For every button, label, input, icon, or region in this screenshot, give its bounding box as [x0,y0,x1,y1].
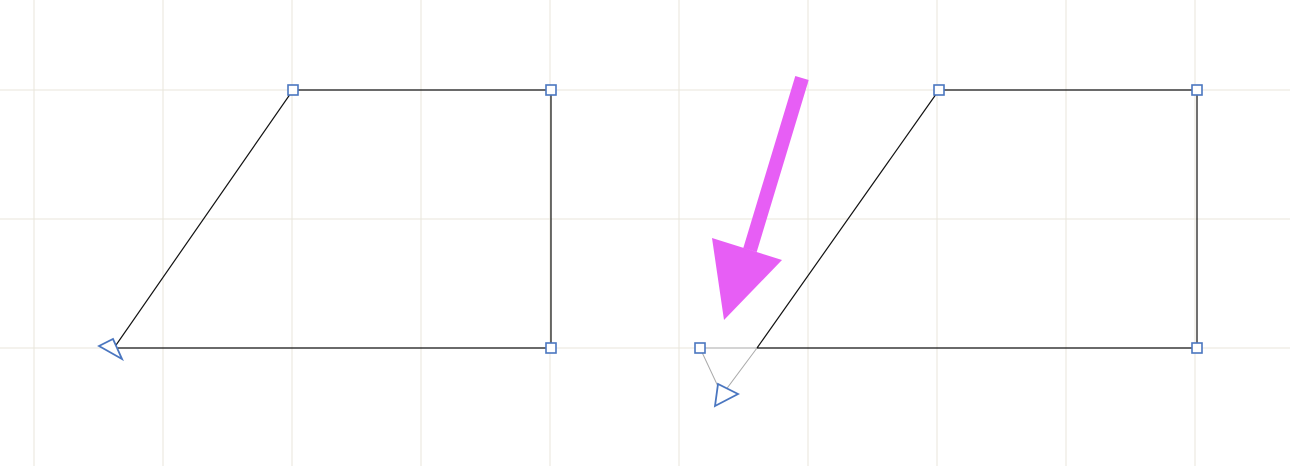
left-shape[interactable] [97,84,557,362]
square-handle-icon[interactable] [1191,84,1203,96]
right-shape[interactable] [694,84,1203,408]
square-handle-icon[interactable] [545,342,557,354]
triangle-handle-icon[interactable] [713,382,740,408]
triangle-handle-icon[interactable] [97,337,124,362]
arrow-head [712,238,782,320]
guide-line [721,347,758,396]
square-handle-icon[interactable] [933,84,945,96]
square-handle-icon[interactable] [545,84,557,96]
square-handle-icon[interactable] [694,342,706,354]
arrow-icon [712,75,809,320]
square-handle-icon[interactable] [1191,342,1203,354]
square-handle-icon[interactable] [287,84,299,96]
arrow-shaft [743,75,809,253]
